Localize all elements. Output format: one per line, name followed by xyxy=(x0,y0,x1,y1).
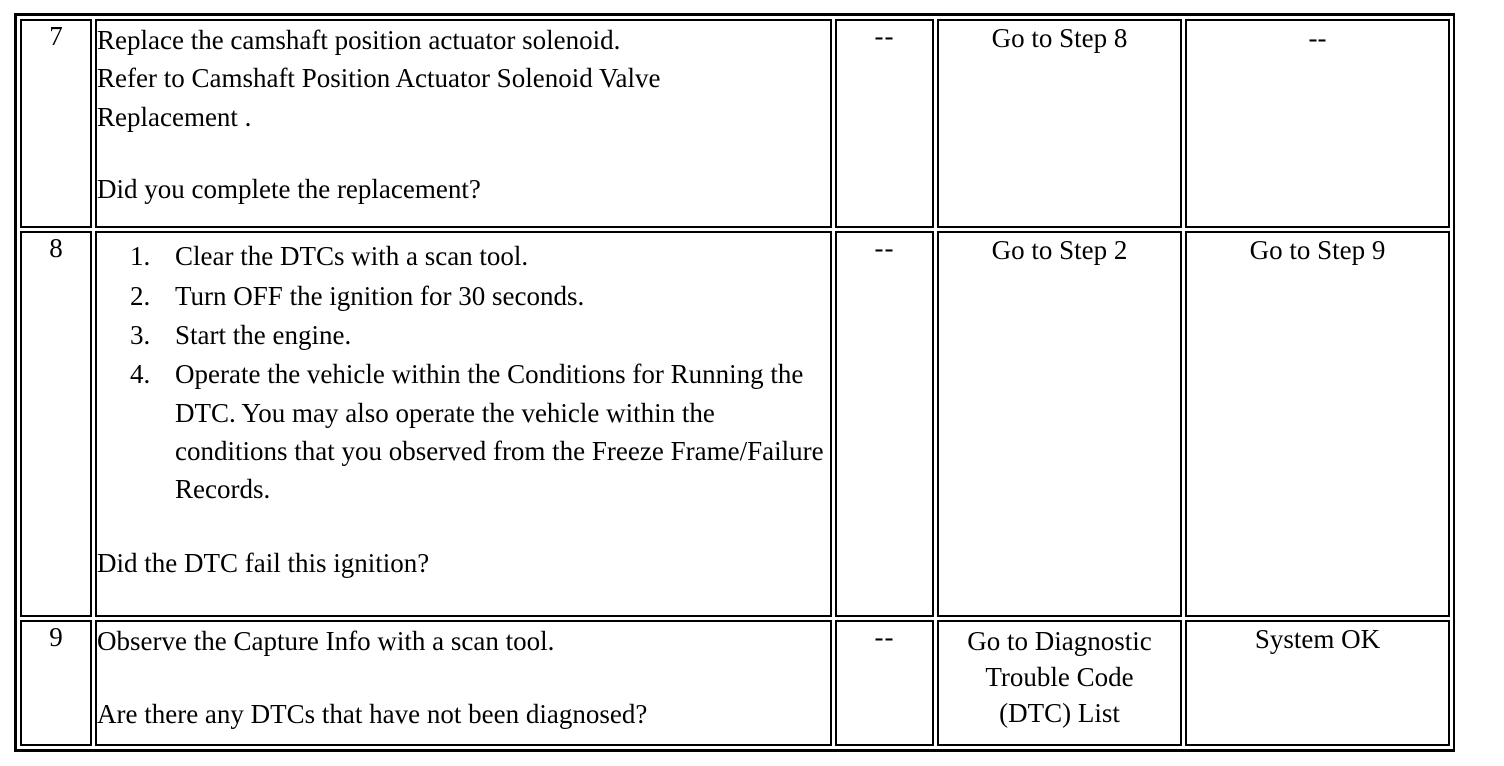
action-line: Replacement . xyxy=(97,101,252,132)
action-step-item: Clear the DTCs with a scan tool. xyxy=(157,237,830,275)
no-line: -- xyxy=(1308,23,1327,53)
action-spacer xyxy=(97,510,830,544)
action-line: Observe the Capture Info with a scan too… xyxy=(97,626,555,657)
action-spacer xyxy=(97,661,830,695)
value-cell: -- xyxy=(835,620,934,746)
yes-cell: Go to Diagnostic Trouble Code (DTC) List xyxy=(937,620,1182,746)
table-row: 7 Replace the camshaft position actuator… xyxy=(20,19,1450,229)
action-question: Did you complete the replacement? xyxy=(97,173,481,204)
yes-line: Go to Step 8 xyxy=(991,23,1128,53)
yes-line: Trouble Code xyxy=(985,662,1134,693)
action-cell: Replace the camshaft position actuator s… xyxy=(95,19,832,229)
yes-cell: Go to Step 8 xyxy=(937,19,1182,229)
step-number-cell: 8 xyxy=(20,231,92,618)
table-row: 8 Clear the DTCs with a scan tool. Turn … xyxy=(20,231,1450,618)
action-lead-text: Observe the Capture Info with a scan too… xyxy=(97,622,830,660)
yes-line: (DTC) List xyxy=(999,697,1120,728)
value-cell: -- xyxy=(835,19,934,229)
action-step-item: Start the engine. xyxy=(157,316,830,354)
action-lead-text: Replace the camshaft position actuator s… xyxy=(97,21,830,136)
diagnostic-table-frame: 7 Replace the camshaft position actuator… xyxy=(14,13,1455,752)
table-row: 9 Observe the Capture Info with a scan t… xyxy=(20,620,1450,746)
value-cell: -- xyxy=(835,231,934,618)
action-question: Did the DTC fail this ignition? xyxy=(97,547,430,578)
action-cell: Clear the DTCs with a scan tool. Turn OF… xyxy=(95,231,832,618)
no-cell: System OK xyxy=(1185,620,1450,746)
yes-line: Go to Step 2 xyxy=(991,235,1128,266)
no-line: Go to Step 9 xyxy=(1249,235,1386,266)
action-question: Are there any DTCs that have not been di… xyxy=(97,698,648,729)
yes-cell: Go to Step 2 xyxy=(937,231,1182,618)
action-step-item: Operate the vehicle within the Condition… xyxy=(157,355,830,508)
action-step-list: Clear the DTCs with a scan tool. Turn OF… xyxy=(97,237,830,508)
no-cell: Go to Step 9 xyxy=(1185,231,1450,618)
action-spacer xyxy=(97,136,830,170)
action-line: Replace the camshaft position actuator s… xyxy=(97,25,621,55)
action-step-item: Turn OFF the ignition for 30 seconds. xyxy=(157,277,830,315)
action-cell: Observe the Capture Info with a scan too… xyxy=(95,620,832,746)
step-number-cell: 7 xyxy=(20,19,92,229)
step-number-cell: 9 xyxy=(20,620,92,746)
yes-line: Go to Diagnostic xyxy=(967,626,1152,657)
no-cell: -- xyxy=(1185,19,1450,229)
action-line: Refer to Camshaft Position Actuator Sole… xyxy=(97,63,661,94)
diagnostic-table: 7 Replace the camshaft position actuator… xyxy=(17,16,1453,749)
no-line: System OK xyxy=(1254,624,1381,655)
